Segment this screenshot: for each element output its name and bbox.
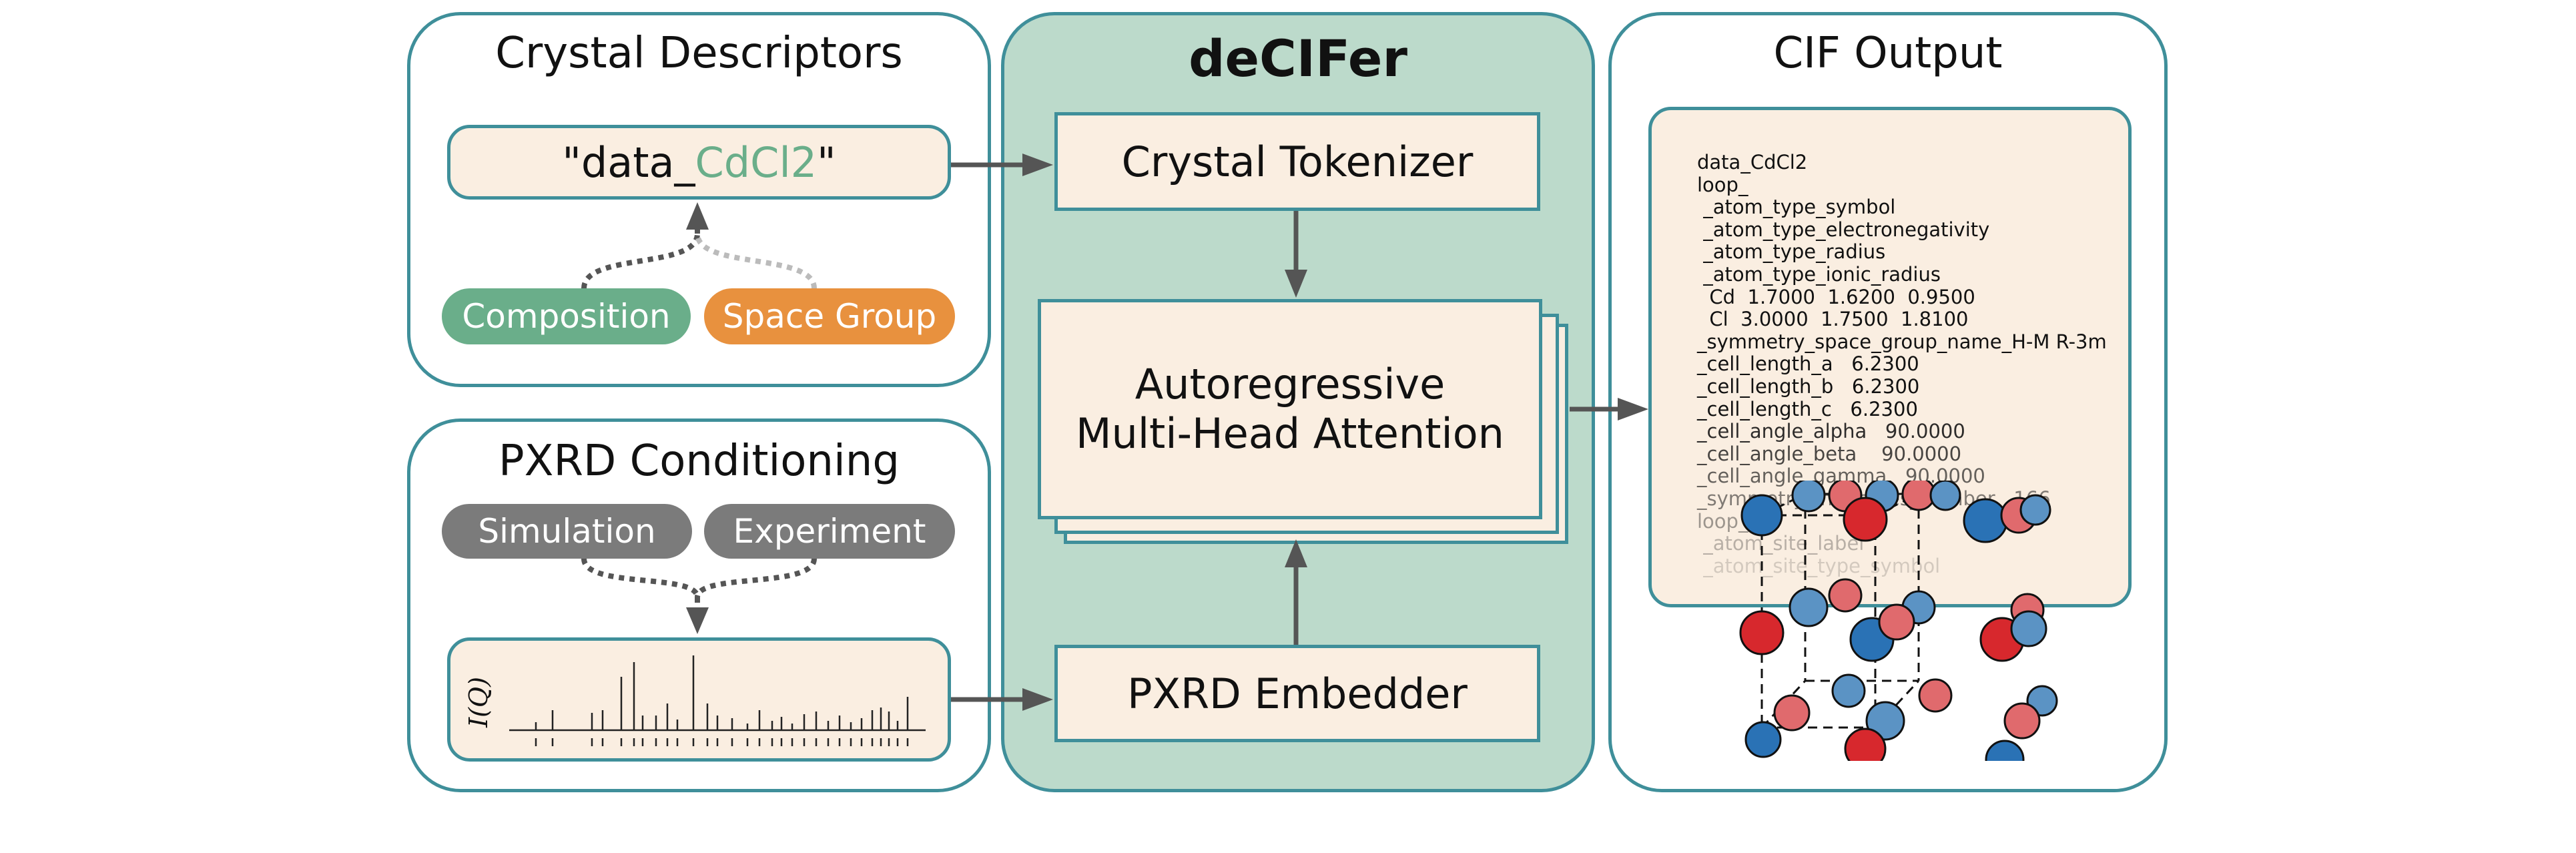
atom-red: [1773, 694, 1811, 732]
cif-line: _cell_angle_beta 90.0000: [1697, 442, 1962, 465]
atom-blue: [1791, 481, 1826, 513]
pxrd-conditioning-title: PXRD Conditioning: [499, 437, 900, 486]
experiment-pill: Experiment: [704, 504, 955, 559]
atom-blue: [1963, 498, 2008, 543]
cif-line: data_CdCl2: [1697, 151, 1808, 174]
atom-blue: [1985, 740, 2025, 761]
unit-cell-edge: [1874, 679, 1920, 729]
composition-pill: Composition: [442, 288, 691, 344]
cif-line: _atom_type_electronegativity: [1697, 218, 1990, 241]
formula-suffix: ": [817, 137, 836, 187]
atom-red: [2003, 702, 2041, 740]
atom-red: [1844, 728, 1887, 761]
cif-line: _atom_type_symbol: [1697, 196, 1896, 219]
cif-line: _symmetry_space_group_name_H-M R-3m: [1697, 330, 2107, 353]
simulation-pill: Simulation: [442, 504, 692, 559]
diffraction-peaks: [535, 655, 909, 730]
atom-blue: [1929, 481, 1961, 511]
cif-line: Cd 1.7000 1.6200 0.9500: [1697, 285, 1975, 308]
attention-block: Autoregressive Multi-Head Attention: [1038, 299, 1542, 519]
atom-red: [1878, 603, 1915, 641]
atom-blue: [2010, 610, 2047, 647]
cif-line: _atom_type_ionic_radius: [1697, 262, 1941, 286]
space-group-pill: Space Group: [704, 288, 955, 344]
cif-line: _cell_angle_alpha 90.0000: [1697, 420, 1965, 443]
atom-blue: [1865, 701, 1905, 741]
pxrd-embedder-box: PXRD Embedder: [1054, 645, 1540, 742]
atom-blue: [2019, 494, 2051, 526]
cif-line: Cl 3.0000 1.7500 1.8100: [1697, 308, 1969, 331]
atom-red: [1843, 497, 1888, 542]
formula-prefix: "data_: [562, 137, 695, 187]
crystal-descriptors-title: Crystal Descriptors: [495, 29, 903, 78]
cif-line: loop_: [1697, 509, 1748, 533]
crystal-tokenizer-box: Crystal Tokenizer: [1054, 112, 1540, 211]
atom-red: [1739, 610, 1785, 655]
attention-line-1: Autoregressive: [1135, 360, 1445, 408]
cif-line: _cell_length_c 6.2300: [1697, 397, 1918, 420]
pxrd-pattern-plot: I(Q): [464, 655, 926, 746]
formula-token-box: "data_CdCl2": [447, 125, 951, 200]
cif-line: _cell_length_b 6.2300: [1697, 374, 1920, 398]
atom-blue: [1740, 494, 1783, 537]
cif-line: _cell_length_a 6.2300: [1697, 352, 1919, 376]
cif-output-title: CIF Output: [1773, 29, 2003, 78]
cif-line: loop_: [1697, 173, 1748, 196]
formula-name: CdCl2: [695, 137, 818, 187]
atom-blue: [1831, 673, 1866, 708]
atom-red: [1828, 578, 1863, 613]
intensity-axis-label: I(Q): [464, 677, 493, 728]
atom-blue: [1744, 721, 1782, 758]
atom-blue: [1789, 587, 1829, 627]
attention-line-2: Multi-Head Attention: [1076, 409, 1504, 458]
atom-red: [1918, 678, 1953, 713]
cif-line: _atom_site_label: [1697, 532, 1865, 555]
reflection-ticks: [535, 738, 909, 746]
decifer-title: deCIFer: [1189, 29, 1407, 88]
cif-line: _atom_type_radius: [1697, 240, 1886, 264]
crystal-structure: [1739, 481, 2058, 761]
cif-line: _atom_site_type_symbol: [1697, 554, 1941, 577]
pxrd-pattern-box: I(Q): [447, 637, 951, 762]
